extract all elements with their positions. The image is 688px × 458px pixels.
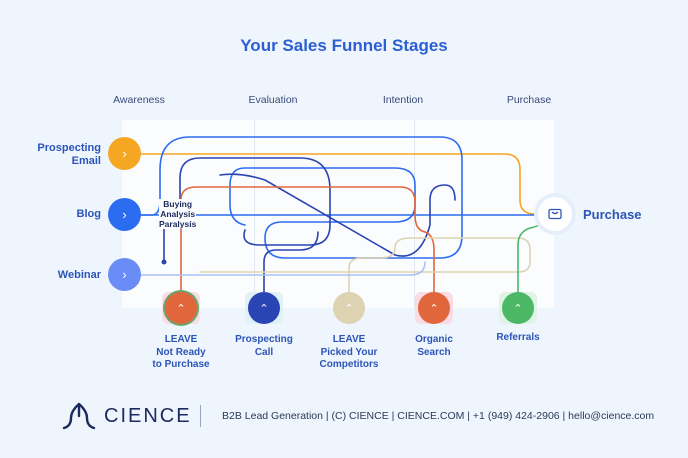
path-webinar: [140, 261, 426, 276]
chevron-up-icon: ⌃: [429, 302, 439, 315]
path-email-purchase: [140, 153, 556, 215]
stage-awareness: Awareness: [113, 94, 165, 106]
brand-name: CIENCE: [104, 405, 192, 427]
stage-evaluation: Evaluation: [248, 94, 298, 106]
chevron-right-icon: ›: [122, 267, 127, 282]
source-label-blog: Blog: [76, 208, 101, 220]
chevron-right-icon: ›: [122, 146, 127, 161]
cience-logo-icon: [62, 402, 96, 430]
purchase-label: Purchase: [583, 207, 642, 222]
buying-analysis-paralysis: Buying Analysis Paralysis: [159, 199, 197, 229]
outcome-organic-search-label: Organic Search: [415, 334, 453, 358]
chevron-up-icon: ⌃: [344, 302, 354, 315]
chevron-up-icon: ⌃: [259, 302, 269, 315]
outcome-leave-competitors-node[interactable]: ⌃: [333, 292, 365, 324]
purchase-node[interactable]: [538, 197, 572, 231]
stage-purchase: Purchase: [506, 94, 552, 106]
outcome-prospecting-call-label: Prospecting Call: [235, 334, 293, 358]
path-red: [180, 186, 435, 293]
path-prospecting-call: [263, 231, 319, 293]
footer-divider: [200, 405, 201, 427]
path-blog-loops: [140, 136, 463, 259]
cart-icon: [548, 208, 562, 220]
stage-intention: Intention: [382, 94, 424, 106]
page-title: Your Sales Funnel Stages: [240, 36, 448, 55]
source-label-webinar: Webinar: [57, 269, 101, 281]
chevron-up-icon: ⌃: [176, 302, 186, 315]
source-webinar-node[interactable]: ›: [108, 258, 141, 291]
source-blog-node[interactable]: ›: [108, 198, 141, 231]
outcome-leave-not-ready-node[interactable]: ⌃: [165, 292, 197, 324]
source-label-email: Prospecting Email: [37, 142, 101, 167]
outcome-leave-not-ready-label: LEAVE Not Ready to Purchase: [152, 334, 210, 370]
outcome-referrals-label: Referrals: [496, 332, 540, 343]
stage-divider: [254, 120, 255, 308]
source-email-node[interactable]: ›: [108, 137, 141, 170]
path-beige: [199, 237, 531, 293]
outcome-referrals-node[interactable]: ⌃: [502, 292, 534, 324]
chevron-up-icon: ⌃: [513, 302, 523, 315]
chevron-right-icon: ›: [122, 207, 127, 222]
outcome-prospecting-call-node[interactable]: ⌃: [248, 292, 280, 324]
footer-contact-text: B2B Lead Generation | (C) CIENCE | CIENC…: [222, 410, 655, 422]
outcome-organic-search-node[interactable]: ⌃: [418, 292, 450, 324]
path-dark-diagonal: [219, 173, 456, 257]
outcome-leave-competitors-label: LEAVE Picked Your Competitors: [319, 334, 379, 370]
